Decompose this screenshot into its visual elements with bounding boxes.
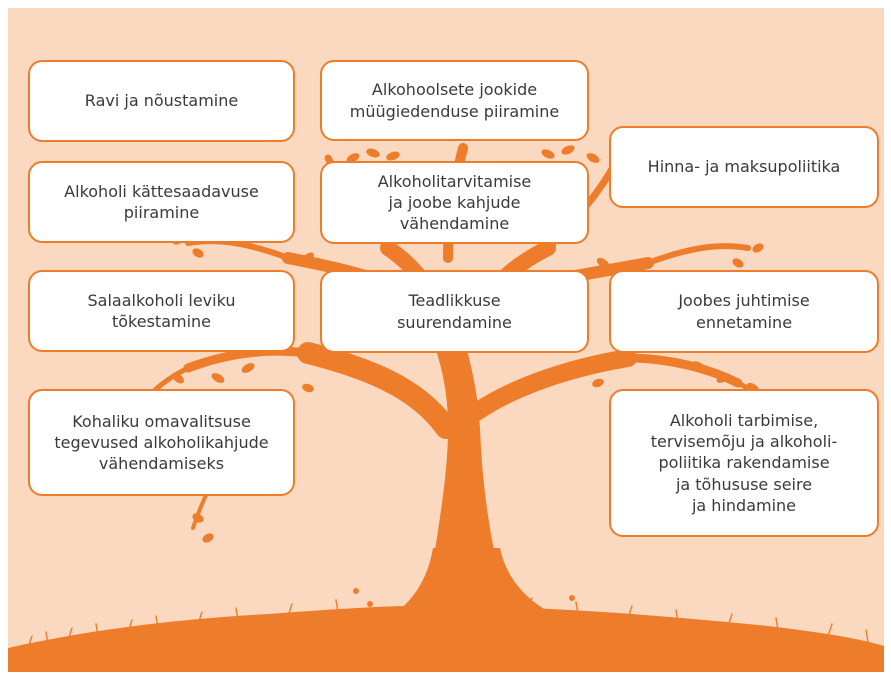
- diagram-canvas: Ravi ja nõustamine Alkohoolsete jookide …: [8, 8, 884, 672]
- box-joobes-juhtimise-ennetamine: Joobes juhtimise ennetamine: [609, 270, 879, 353]
- box-kohaliku-omavalitsuse-tegevused: Kohaliku omavalitsuse tegevused alkoholi…: [28, 389, 295, 496]
- box-central-goal: Alkoholitarvitamise ja joobe kahjude väh…: [320, 161, 589, 244]
- box-hinna-ja-maksupoliitika: Hinna- ja maksupoliitika: [609, 126, 879, 208]
- box-seire-ja-hindamine: Alkoholi tarbimise, tervisemõju ja alkoh…: [609, 389, 879, 537]
- box-muugiedenduse-piiramine: Alkohoolsete jookide müügiedenduse piira…: [320, 60, 589, 141]
- box-teadlikkuse-suurendamine: Teadlikkuse suurendamine: [320, 270, 589, 353]
- box-ravi-ja-noustamine: Ravi ja nõustamine: [28, 60, 295, 142]
- box-kattesaadavuse-piiramine: Alkoholi kättesaadavuse piiramine: [28, 161, 295, 243]
- box-salaalkoholi-tokestamine: Salaalkoholi leviku tõkestamine: [28, 270, 295, 352]
